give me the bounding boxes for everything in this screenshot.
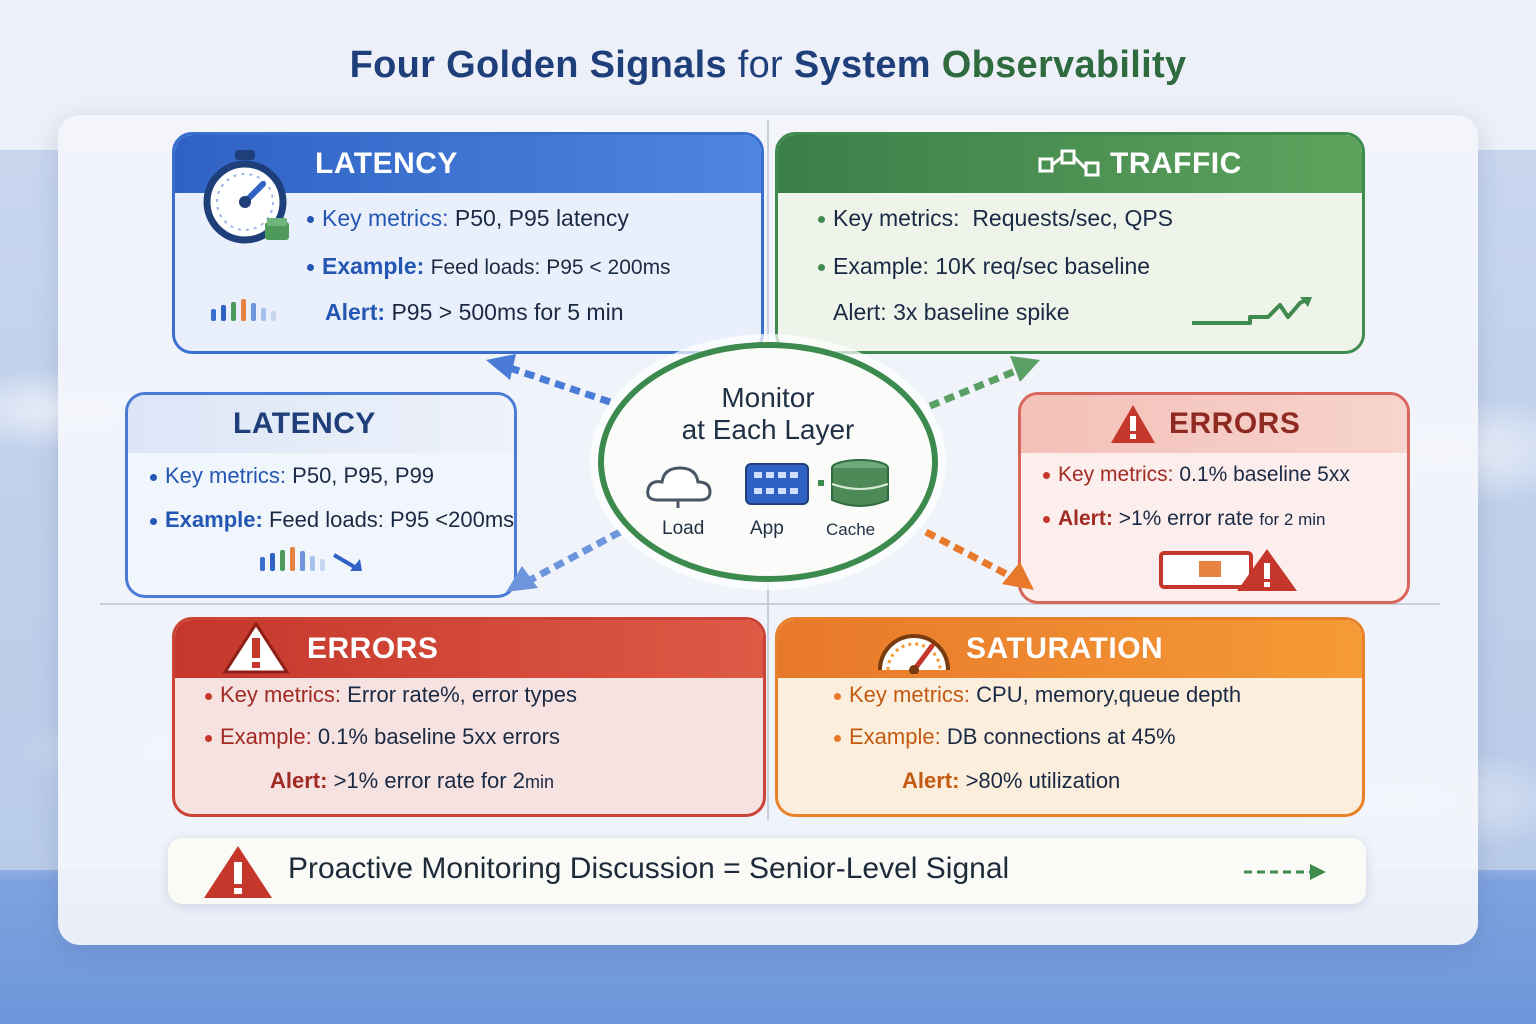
errors-detail-card: ERRORS Key metrics: 0.1% baseline 5xx Al… <box>1018 392 1410 604</box>
traffic-card-header: TRAFFIC <box>778 135 1362 193</box>
database-icon <box>818 459 889 507</box>
errors-detail-title: ERRORS <box>1169 407 1301 440</box>
saturation-metric-line: Key metrics: CPU, memory,queue depth <box>834 682 1241 708</box>
bar-trend-icon <box>260 547 362 571</box>
server-icon <box>745 463 809 505</box>
arrow-to-latency-detail <box>506 528 622 592</box>
latency-detail-card: LATENCY Key metrics: P50, P95, P99 Examp… <box>125 392 517 598</box>
traffic-card: TRAFFIC Key metrics: Requests/sec, QPS E… <box>775 132 1365 354</box>
errors-metric-line: Key metrics: Error rate%, error types <box>205 682 577 708</box>
arrow-to-errors-detail <box>924 528 1034 590</box>
dashed-arrow-icon <box>1244 864 1326 880</box>
layer-label-load: Load <box>662 518 705 539</box>
warning-icon <box>1111 405 1155 443</box>
latency-detail-example-line: Example: Feed loads: P95 <200ms <box>150 507 514 533</box>
saturation-card-header: SATURATION <box>778 620 1362 678</box>
latency-alert-line: Alert: P95 > 500ms for 5 min <box>325 299 624 325</box>
footer-banner: Proactive Monitoring Discussion = Senior… <box>168 838 1366 904</box>
warning-icon <box>204 846 272 898</box>
saturation-title: SATURATION <box>966 632 1164 665</box>
warning-icon <box>223 622 289 674</box>
arrow-to-traffic <box>928 356 1040 410</box>
monitor-alert-icon <box>1159 549 1297 591</box>
layer-label-app: App <box>750 518 784 539</box>
latency-title: LATENCY <box>315 147 458 180</box>
latency-metric-line: Key metrics: P50, P95 latency <box>307 205 629 232</box>
latency-card: LATENCY Key metrics: P50, P95 latency Ex… <box>172 132 764 354</box>
arrow-to-latency <box>486 354 612 406</box>
errors-title: ERRORS <box>307 632 439 665</box>
latency-example-line: Example: Feed loads: P95 < 200ms <box>307 253 671 280</box>
connector-arrows <box>486 354 1040 592</box>
errors-detail-metric-line: Key metrics: 0.1% baseline 5xx <box>1043 463 1350 487</box>
spike-chart-icon <box>1192 297 1312 325</box>
saturation-example-line: Example: DB connections at 45% <box>834 724 1176 750</box>
bar-chart-icon <box>211 299 276 321</box>
footer-text: Proactive Monitoring Discussion = Senior… <box>288 852 1010 885</box>
errors-card: ERRORS Key metrics: Error rate%, error t… <box>172 617 766 817</box>
errors-alert-line: Alert: >1% error rate for 2min <box>270 768 554 793</box>
page-title: Four Golden Signals for System Observabi… <box>349 44 1187 86</box>
errors-card-header: ERRORS <box>175 620 763 678</box>
gauge-icon <box>878 634 950 674</box>
monitor-layers-hub: Monitor at Each Layer Load App Cache <box>598 342 938 582</box>
latency-detail-header: LATENCY <box>128 395 514 453</box>
errors-example-line: Example: 0.1% baseline 5xx errors <box>205 724 560 750</box>
hub-title-line2: at Each Layer <box>681 414 855 445</box>
traffic-metric-line: Key metrics: Requests/sec, QPS <box>818 205 1173 232</box>
errors-detail-header: ERRORS <box>1021 395 1407 453</box>
traffic-example-line: Example: 10K req/sec baseline <box>818 253 1150 280</box>
saturation-alert-line: Alert: >80% utilization <box>902 768 1121 793</box>
horizontal-divider <box>100 603 1440 605</box>
traffic-alert-line: Alert: 3x baseline spike <box>833 299 1070 325</box>
network-icon <box>1038 149 1100 177</box>
latency-detail-title: LATENCY <box>233 407 376 440</box>
errors-detail-alert-line: Alert: >1% error rate for 2 min <box>1043 507 1325 531</box>
layer-label-cache: Cache <box>826 520 876 539</box>
traffic-title: TRAFFIC <box>1110 147 1242 180</box>
stopwatch-icon <box>203 150 289 244</box>
hub-title: Monitor at Each Layer <box>604 382 932 446</box>
cloud-icon <box>646 466 712 508</box>
latency-detail-metric-line: Key metrics: P50, P95, P99 <box>150 463 434 489</box>
hub-title-line1: Monitor <box>721 382 815 413</box>
saturation-card: SATURATION Key metrics: CPU, memory,queu… <box>775 617 1365 817</box>
